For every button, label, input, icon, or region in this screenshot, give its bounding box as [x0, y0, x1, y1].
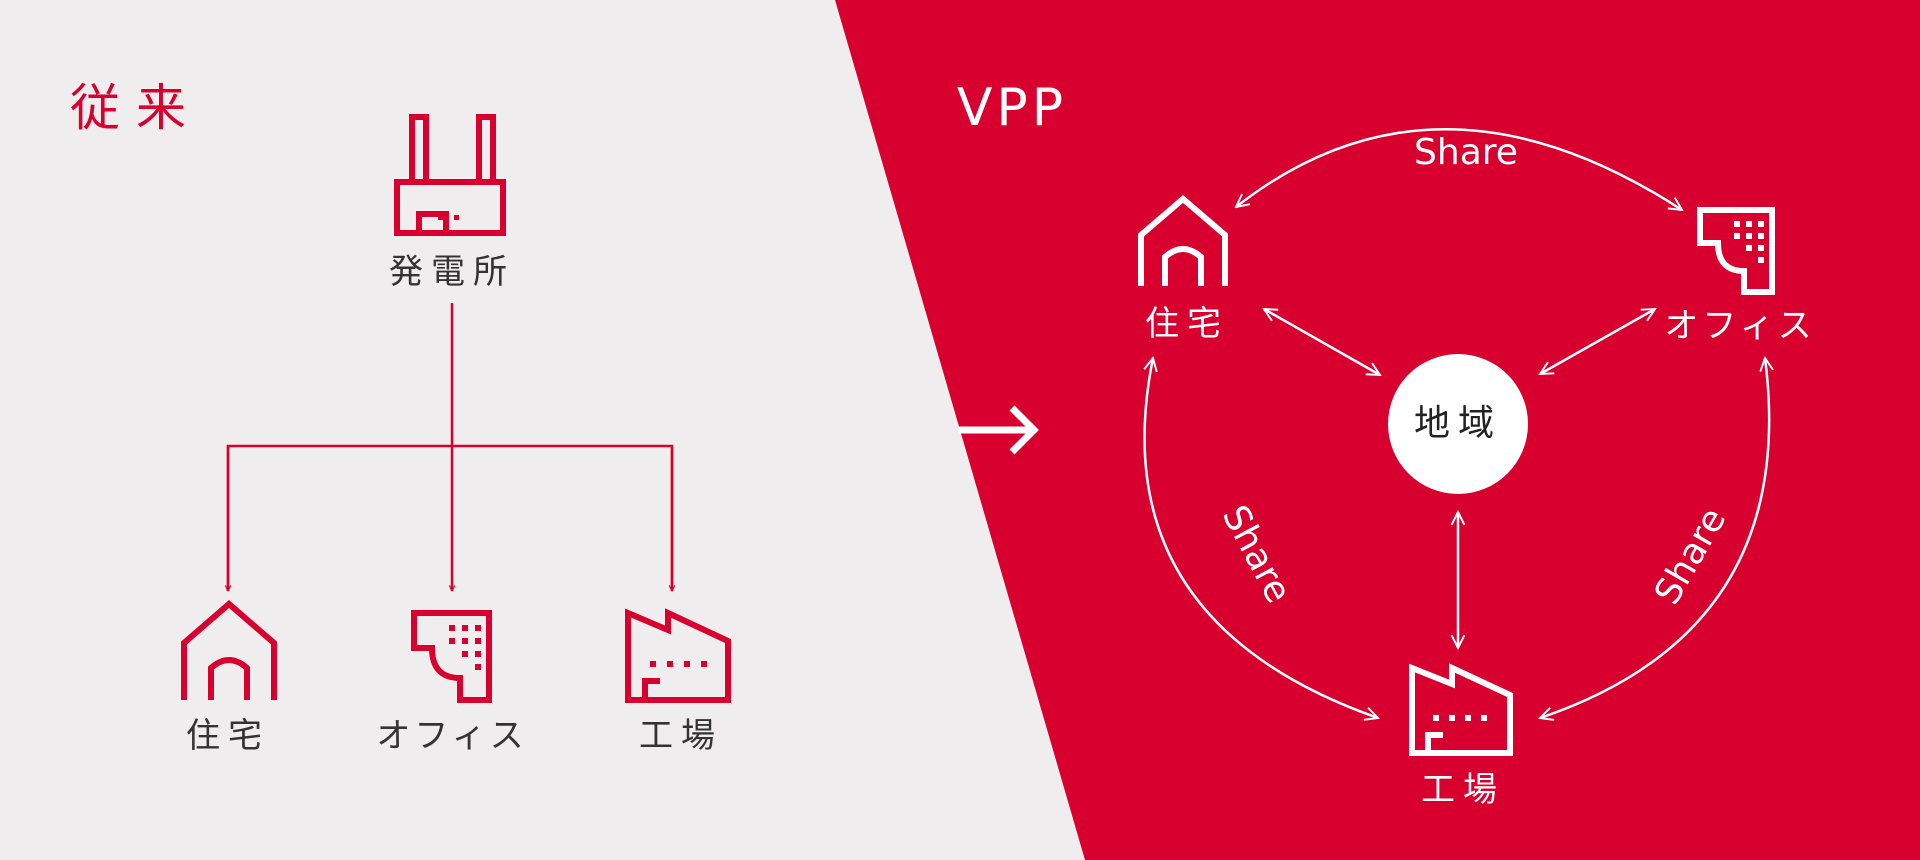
factory-icon — [625, 608, 731, 703]
region-center-circle — [1388, 354, 1528, 494]
house-label: 住宅 — [186, 716, 270, 756]
house-icon — [1138, 195, 1228, 286]
power-plant-icon — [394, 114, 506, 236]
conventional-title: 従来 — [70, 79, 202, 137]
office-icon — [411, 610, 492, 703]
vpp-office-label: オフィス — [1664, 306, 1816, 346]
vpp-title: VPP — [956, 78, 1068, 138]
office-label: オフィス — [376, 716, 528, 756]
share-arcs — [1143, 128, 1770, 718]
vpp-house-label: 住宅 — [1145, 304, 1229, 344]
factory-icon — [1409, 663, 1513, 756]
transition-arrow-icon — [958, 405, 1039, 455]
distribution-lines — [228, 303, 672, 591]
power-plant-label: 発電所 — [389, 252, 515, 292]
factory-label: 工場 — [639, 716, 723, 756]
center-spokes — [1264, 307, 1655, 648]
vpp-factory-label: 工場 — [1421, 770, 1505, 810]
region-label: 地域 — [1413, 403, 1503, 444]
share-label-top: Share — [1414, 132, 1518, 173]
office-icon — [1697, 207, 1775, 295]
house-icon — [181, 600, 277, 700]
